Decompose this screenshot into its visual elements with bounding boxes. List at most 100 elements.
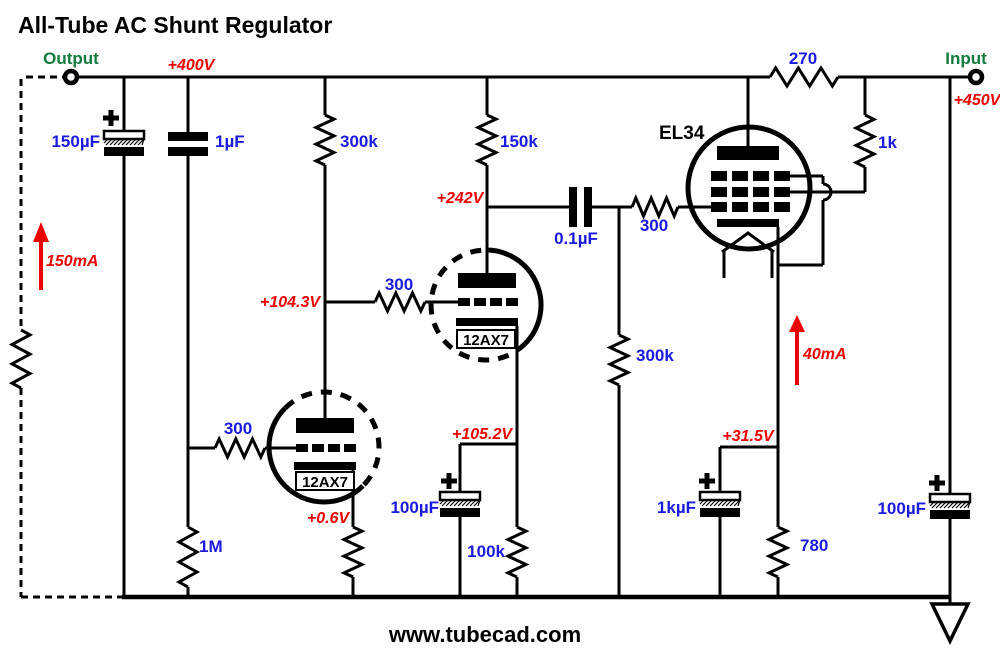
cap-1kuF-hatch-line bbox=[737, 499, 741, 507]
voltage-242: +242V bbox=[437, 190, 485, 207]
voltage-31-5: +31.5V bbox=[722, 428, 774, 445]
node315-branch bbox=[718, 445, 778, 597]
cap-100uF-left-hatch-line bbox=[439, 499, 445, 505]
cap-1kuF-hatch-line bbox=[729, 499, 737, 507]
cap-100uF-left-hatch-line bbox=[473, 499, 481, 507]
cap-100uF-right-hatch-line bbox=[963, 501, 971, 509]
voltage-400: +400V bbox=[168, 57, 216, 74]
tube-el34-grid-dash-2 bbox=[711, 202, 727, 212]
tube-el34-plate bbox=[717, 146, 779, 160]
cap-150uF-hatch-line bbox=[141, 138, 145, 146]
cap-0-1uF-label: 0.1µF bbox=[554, 229, 598, 248]
cap-100uF-left-label: 100µF bbox=[390, 498, 439, 517]
cap-150uF-hatch-line bbox=[125, 138, 133, 146]
cap-1kuF-hatch-line bbox=[709, 499, 717, 507]
cap-0-1uF-plate-left bbox=[569, 187, 577, 227]
input-terminal bbox=[967, 68, 985, 86]
tube-12ax7-upper-label: 12AX7 bbox=[463, 332, 509, 349]
arrow-40mA-head bbox=[789, 315, 805, 332]
tube-el34-envelope bbox=[685, 124, 813, 252]
cap-1kuF-negative-plate bbox=[700, 508, 740, 517]
res-300k-mid-label: 300k bbox=[636, 346, 674, 365]
resistor-1k bbox=[852, 113, 878, 169]
cap-1kuF-positive-plate bbox=[698, 490, 742, 502]
cap-100uF-left-hatch-line bbox=[469, 499, 477, 507]
tube-12ax7-lower-cathode bbox=[294, 462, 356, 470]
tube-12ax7-upper-cathode bbox=[456, 318, 518, 326]
resistor-300-el34-grid bbox=[630, 194, 680, 220]
cap-150uF-hatch-line bbox=[105, 138, 113, 146]
res-1k-label: 1k bbox=[878, 133, 897, 152]
cap-100uF-left-hatch-line bbox=[457, 499, 465, 507]
cap-1kuF-hatch-line bbox=[705, 499, 713, 507]
el34-heater bbox=[721, 231, 775, 278]
res-300-lower-label: 300 bbox=[224, 419, 252, 438]
res-300-el34-label: 300 bbox=[640, 216, 668, 235]
cap-150uF-positive-plate bbox=[102, 129, 146, 141]
cap-100uF-right-positive-plate bbox=[928, 492, 972, 504]
tube-12ax7-upper-grid-dash-0 bbox=[458, 298, 470, 306]
input-label: Input bbox=[945, 49, 987, 68]
tube-12ax7-upper-plate bbox=[458, 273, 516, 288]
voltage-450: +450V bbox=[954, 92, 1000, 109]
cap-1uF-label: 1µF bbox=[215, 132, 245, 151]
cap-0-1uF-plate-right bbox=[584, 187, 592, 227]
cap-1kuF-hatch-line bbox=[701, 499, 709, 507]
cap-100uF-left-hatch-line bbox=[441, 499, 449, 507]
tube-el34-grid-dash-2 bbox=[774, 202, 790, 212]
cap-150uF-hatch-line bbox=[109, 138, 117, 146]
cap-1kuF-hatch-line bbox=[721, 499, 729, 507]
tube-el34-cathode bbox=[717, 219, 779, 227]
node105-branch bbox=[458, 442, 517, 597]
resistor-270 bbox=[768, 65, 840, 89]
res-100k-label: 100k bbox=[467, 542, 505, 561]
output-label: Output bbox=[43, 49, 99, 68]
tube-el34-grid-dash-0 bbox=[711, 171, 727, 181]
cap-100uF-left-hatch-line bbox=[445, 499, 453, 507]
cap-100uF-left-hatch-line bbox=[461, 499, 469, 507]
cap-150uF-plus-sign bbox=[103, 110, 119, 126]
tube-12ax7-upper-grid-dash-0 bbox=[474, 298, 486, 306]
current-40mA: 40mA bbox=[802, 346, 847, 363]
cap-100uF-left-plus-sign bbox=[441, 473, 457, 489]
cap-100uF-right-hatch-line bbox=[931, 501, 939, 509]
tube-el34-grid-dash-1 bbox=[774, 187, 790, 197]
resistor-100k bbox=[504, 525, 530, 579]
cap-150uF-hatch-line bbox=[137, 138, 145, 146]
cap-150uF-label: 150µF bbox=[51, 132, 100, 151]
voltage-0-6: +0.6V bbox=[307, 510, 351, 527]
resistor-1M bbox=[175, 525, 201, 589]
cap-1kuF-hatch-line bbox=[733, 499, 741, 507]
res-1M-label: 1M bbox=[199, 537, 223, 556]
tube-el34-grid-dash-2 bbox=[753, 202, 769, 212]
res-150k-label: 150k bbox=[500, 132, 538, 151]
cap-100uF-right-plus-sign bbox=[929, 475, 945, 491]
arrow-150mA-head bbox=[33, 222, 49, 242]
resistor-lower-cathode bbox=[340, 525, 366, 579]
cap-100uF-right-hatch-line bbox=[967, 501, 971, 509]
tube-el34-grid-dash-2 bbox=[732, 202, 748, 212]
cap-150uF-hatch-line bbox=[121, 138, 129, 146]
tube-el34-grid-dash-0 bbox=[753, 171, 769, 181]
cap-100uF-right-hatch-line bbox=[939, 501, 947, 509]
cap-100uF-right-hatch-line bbox=[947, 501, 955, 509]
tube-12ax7-upper-grid-dash-0 bbox=[506, 298, 518, 306]
cap-100uF-left-hatch-line bbox=[449, 499, 457, 507]
cap-100uF-left-hatch-line bbox=[465, 499, 473, 507]
tube-12ax7-upper-envelope-dashed bbox=[428, 247, 527, 363]
voltage-105-2: +105.2V bbox=[452, 426, 513, 443]
ground-symbol bbox=[929, 602, 971, 646]
tube-12ax7-lower-label: 12AX7 bbox=[302, 474, 348, 491]
cap-100uF-left-negative-plate bbox=[440, 508, 480, 517]
tube-12ax7-lower-grid-dash-0 bbox=[312, 444, 324, 452]
tube-el34-label: EL34 bbox=[659, 123, 705, 144]
cap-1kuF-hatch-line bbox=[725, 499, 733, 507]
website-text: www.tubecad.com bbox=[388, 622, 581, 647]
cap-1kuF-label: 1kµF bbox=[657, 498, 696, 517]
resistor-300-upper-grid bbox=[373, 289, 427, 315]
cap-100uF-right-label: 100µF bbox=[877, 499, 926, 518]
resistor-300-lower-grid bbox=[213, 435, 267, 461]
tube-12ax7-upper-envelope-solid bbox=[485, 247, 544, 346]
voltage-104-3: +104.3V bbox=[260, 294, 321, 311]
